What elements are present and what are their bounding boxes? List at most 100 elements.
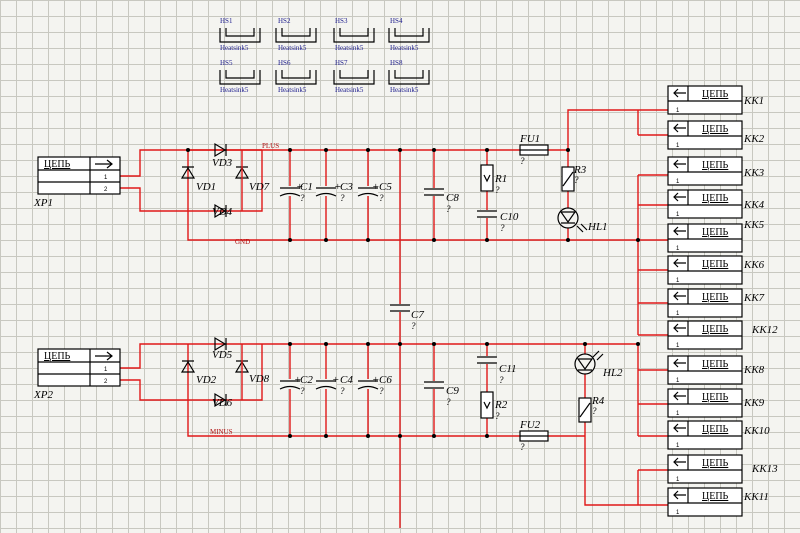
arrow-right-icon	[95, 351, 113, 361]
capacitor-c9: C9 ?	[424, 381, 459, 407]
svg-text:FU1: FU1	[519, 133, 540, 145]
svg-text:KK10: KK10	[743, 425, 770, 437]
svg-text:?: ?	[340, 386, 345, 396]
arrow-left-icon	[673, 291, 686, 301]
svg-text:VD8: VD8	[249, 373, 270, 385]
capacitor-bank-bottom: +C2 ? +C4 ? +C6 ? C9 ? C11 ?	[279, 356, 517, 407]
fuse-fu1: FU1 ?	[519, 133, 549, 166]
connector-xp2: ЦЕПЬ 1 2 XP2	[33, 348, 121, 401]
svg-text:?: ?	[379, 193, 384, 203]
svg-text:HS7: HS7	[335, 59, 348, 67]
svg-text:ЦЕПЬ: ЦЕПЬ	[702, 392, 729, 403]
svg-text:1: 1	[676, 378, 680, 384]
capacitor-c7: C7 ?	[390, 304, 424, 331]
svg-text:Heatsink5: Heatsink5	[335, 44, 364, 52]
svg-text:HS5: HS5	[220, 59, 233, 67]
capacitor-c2: +C2 ?	[279, 374, 313, 396]
arrow-left-icon	[673, 358, 686, 368]
svg-text:1: 1	[104, 367, 108, 373]
svg-text:Heatsink5: Heatsink5	[390, 44, 419, 52]
svg-text:+: +	[372, 181, 379, 193]
heatsink-hs3: HS3 Heatsink5	[333, 17, 375, 52]
capacitor-c3: +C3 ?	[315, 181, 353, 203]
capacitor-c11: C11 ?	[477, 356, 517, 385]
svg-text:ЦЕПЬ: ЦЕПЬ	[702, 193, 729, 204]
svg-text:1: 1	[676, 278, 680, 284]
connector-xp1: ЦЕПЬ 1 2 XP1	[33, 156, 121, 209]
svg-text:KK7: KK7	[743, 292, 765, 304]
svg-text:Heatsink5: Heatsink5	[278, 44, 307, 52]
bridge-top: VD1 VD3 VD4 VD7	[180, 142, 270, 219]
capacitor-c10: C10 ?	[477, 210, 519, 233]
svg-text:?: ?	[520, 442, 525, 452]
svg-text:ЦЕПЬ: ЦЕПЬ	[44, 351, 71, 362]
heatsink-hs7: HS7 Heatsink5	[333, 59, 375, 94]
svg-text:KK6: KK6	[743, 259, 765, 271]
arrow-left-icon	[673, 123, 686, 133]
svg-text:Heatsink5: Heatsink5	[220, 44, 249, 52]
led-hl2: HL2	[574, 350, 623, 379]
svg-text:2: 2	[104, 187, 108, 193]
svg-text:ЦЕПЬ: ЦЕПЬ	[702, 227, 729, 238]
svg-text:?: ?	[495, 411, 500, 421]
svg-text:?: ?	[446, 204, 451, 214]
svg-text:1: 1	[676, 443, 680, 449]
svg-text:HL2: HL2	[602, 367, 623, 379]
heatsink-hs8: HS8 Heatsink5	[388, 59, 430, 94]
svg-text:ЦЕПЬ: ЦЕПЬ	[702, 324, 729, 335]
svg-text:KK4: KK4	[743, 199, 765, 211]
svg-text:HS6: HS6	[278, 59, 291, 67]
svg-text:VD2: VD2	[196, 374, 217, 386]
svg-text:+: +	[332, 374, 339, 386]
arrow-right-icon	[95, 159, 113, 169]
svg-text:C2: C2	[300, 374, 313, 386]
svg-text:ЦЕПЬ: ЦЕПЬ	[702, 359, 729, 370]
svg-text:1: 1	[104, 175, 108, 181]
svg-text:HS4: HS4	[390, 17, 403, 25]
heatsink-hs6: HS6 Heatsink5	[275, 59, 317, 94]
svg-text:?: ?	[379, 386, 384, 396]
arrow-left-icon	[673, 490, 686, 500]
capacitor-c5: +C5 ?	[357, 181, 392, 203]
svg-text:KK13: KK13	[751, 463, 778, 475]
arrow-left-icon	[673, 258, 686, 268]
svg-text:C8: C8	[446, 192, 459, 204]
svg-text:KK11: KK11	[743, 491, 769, 503]
svg-text:ЦЕПЬ: ЦЕПЬ	[702, 160, 729, 171]
junctions	[186, 148, 640, 438]
svg-text:?: ?	[411, 321, 416, 331]
svg-text:HS1: HS1	[220, 17, 233, 25]
svg-text:?: ?	[300, 193, 305, 203]
svg-text:HL1: HL1	[587, 221, 608, 233]
svg-text:2: 2	[104, 379, 108, 385]
connector-ref: XP1	[33, 197, 53, 209]
led-hl1: HL1	[557, 207, 608, 233]
svg-text:?: ?	[574, 175, 579, 185]
capacitor-c1: +C1 ?	[279, 181, 313, 203]
svg-text:KK5: KK5	[743, 219, 765, 231]
svg-text:KK3: KK3	[743, 167, 765, 179]
svg-text:Heatsink5: Heatsink5	[278, 86, 307, 94]
arrow-left-icon	[673, 88, 686, 98]
svg-text:ЦЕПЬ: ЦЕПЬ	[702, 491, 729, 502]
svg-text:C3: C3	[340, 181, 353, 193]
svg-text:C6: C6	[379, 374, 392, 386]
svg-text:Heatsink5: Heatsink5	[335, 86, 364, 94]
svg-text:+: +	[296, 181, 303, 193]
svg-text:C9: C9	[446, 385, 459, 397]
svg-text:1: 1	[676, 179, 680, 185]
net-label-minus: MINUS	[210, 428, 233, 436]
svg-text:ЦЕПЬ: ЦЕПЬ	[44, 159, 71, 170]
svg-text:?: ?	[500, 223, 505, 233]
svg-text:ЦЕПЬ: ЦЕПЬ	[702, 124, 729, 135]
resistor-r3: R3 ?	[561, 164, 587, 192]
